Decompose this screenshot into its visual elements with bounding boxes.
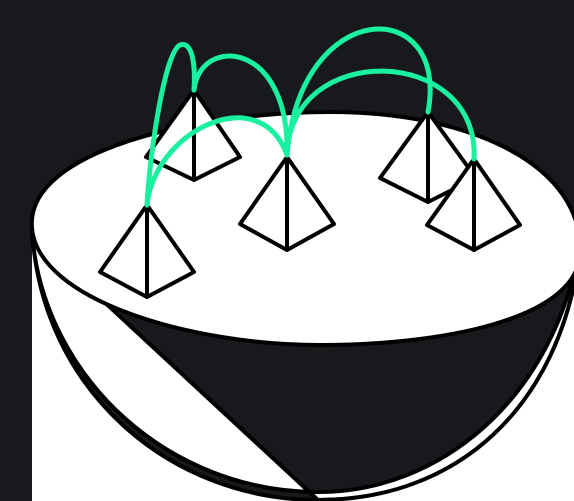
bowl-network-illustration [0,0,574,501]
illustration-canvas [0,0,574,501]
